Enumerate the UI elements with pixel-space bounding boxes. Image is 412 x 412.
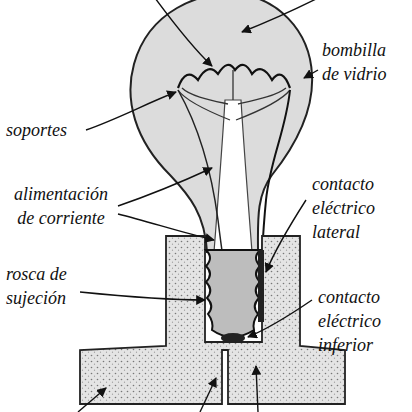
part-label: rosca de sujeción: [6, 262, 96, 310]
part-label: soportes: [6, 118, 116, 142]
bottom-contact: [221, 333, 245, 343]
socket-holder: [80, 236, 345, 404]
side-contact: [258, 250, 264, 322]
glass-bulb: [130, 0, 312, 252]
part-label: contacto eléctrico lateral: [312, 172, 407, 244]
leader-lines: [78, 0, 318, 412]
part-label: alimentación de corriente: [10, 182, 112, 230]
part-label: bombilla de vidrio: [322, 38, 400, 86]
part-label: contacto eléctrico inferior: [318, 285, 408, 357]
filament: [178, 65, 290, 88]
screw-base: [206, 250, 260, 337]
